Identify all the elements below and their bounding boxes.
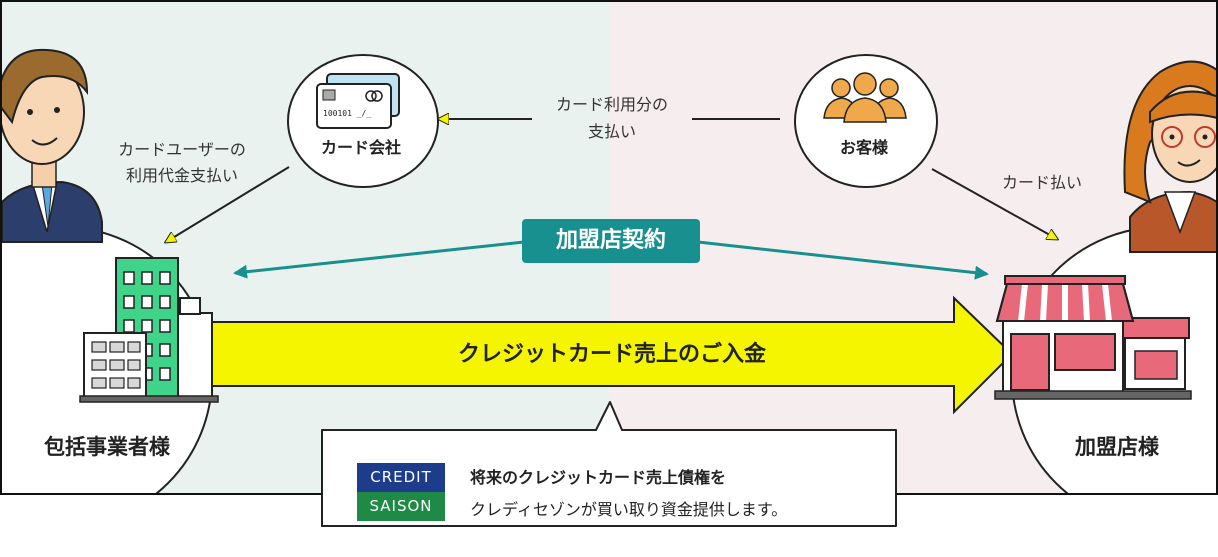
callout-line1: 将来のクレジットカード売上債権を xyxy=(470,468,727,487)
customer-label: お客様 xyxy=(839,138,888,157)
diagram-frame: 100101 _/_ カード会社 お客様 カードユーザーの 利用代金支払い カー… xyxy=(0,0,1218,495)
logo-top: CREDIT xyxy=(357,463,445,492)
callout-line2: クレディセゾンが買い取り資金提供します。 xyxy=(470,500,788,519)
contract-arrow-left xyxy=(233,240,525,279)
business-label: 包括事業者様 xyxy=(44,435,170,459)
svg-text:100101 _/_: 100101 _/_ xyxy=(323,109,371,118)
business-person-icon xyxy=(2,48,103,243)
arrows-layer xyxy=(2,2,1218,415)
card-user-payment-line2: 利用代金支払い xyxy=(125,166,238,185)
arrow-card-to-business xyxy=(166,166,290,242)
card-usage-payment-line1: カード利用分の xyxy=(555,95,668,114)
card-payment-label: カード払い xyxy=(1001,173,1082,192)
card-user-payment-line1: カードユーザーの xyxy=(118,140,246,159)
deposit-label: クレジットカード売上のご入金 xyxy=(457,342,766,367)
card-company-label: カード会社 xyxy=(320,138,401,157)
merchant-contract-badge: 加盟店契約 xyxy=(522,219,700,263)
customers-icon xyxy=(823,72,907,123)
arrow-customer-to-merchant xyxy=(931,168,1057,239)
contract-arrow-right xyxy=(697,240,989,280)
logo-bottom: SAISON xyxy=(357,492,445,521)
deposit-arrow xyxy=(211,295,1014,415)
credit-card-icon: 100101 _/_ xyxy=(316,73,400,129)
shop-icon xyxy=(994,275,1192,400)
callout-box xyxy=(321,401,897,527)
card-usage-payment-line2: 支払い xyxy=(587,122,636,141)
building-icon xyxy=(79,257,219,403)
credit-saison-logo: CREDIT SAISON xyxy=(357,463,445,521)
merchant-person-icon xyxy=(1123,60,1216,253)
merchant-label: 加盟店様 xyxy=(1075,435,1159,459)
